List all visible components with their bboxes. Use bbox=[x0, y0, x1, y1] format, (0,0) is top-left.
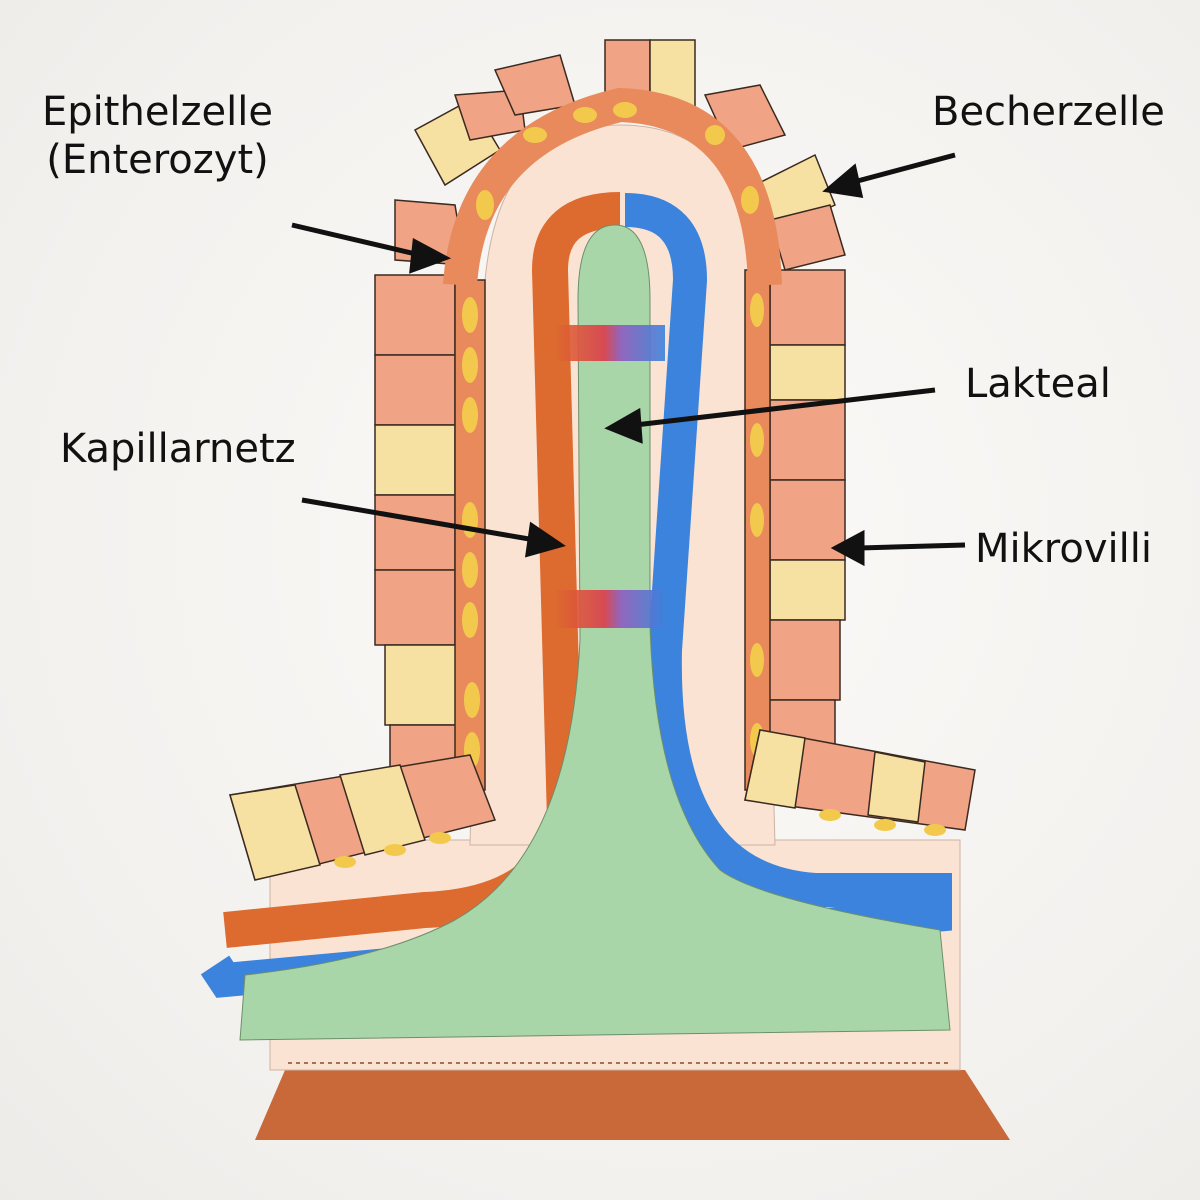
arrow-becherzelle bbox=[850, 155, 955, 183]
label-epithelzelle: Epithelzelle (Enterozyt) bbox=[42, 88, 273, 184]
label-epithelzelle-line1: Epithelzelle bbox=[42, 88, 273, 136]
capillary-bridge-lower bbox=[555, 590, 665, 628]
label-mikrovilli: Mikrovilli bbox=[975, 525, 1152, 573]
epithelium-base-right bbox=[745, 730, 975, 830]
label-kapillarnetz: Kapillarnetz bbox=[60, 425, 296, 473]
arrowhead-becherzelle bbox=[828, 168, 860, 195]
label-lakteal: Lakteal bbox=[965, 360, 1111, 408]
capillary-bridge-upper bbox=[555, 325, 665, 361]
label-becherzelle: Becherzelle bbox=[932, 88, 1165, 136]
arrow-mikrovilli bbox=[860, 545, 965, 548]
submucosa-base bbox=[255, 1070, 1010, 1140]
label-epithelzelle-line2: (Enterozyt) bbox=[42, 136, 273, 184]
